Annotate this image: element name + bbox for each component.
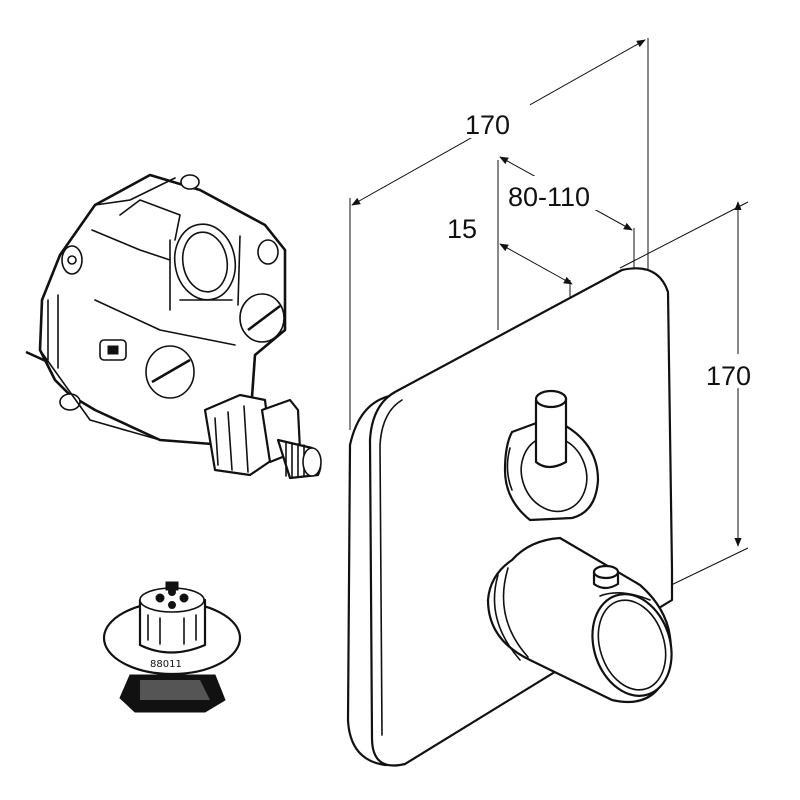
diverter-knob	[503, 389, 600, 522]
thermostat-knob	[486, 536, 673, 704]
concealed-valve-body	[25, 173, 322, 480]
dimension-offset-label: 15	[447, 214, 477, 244]
dimension-depth-label: 80-110	[508, 182, 590, 212]
dimension-width-label: 170	[465, 110, 510, 140]
cartridge-label: 88011	[150, 659, 182, 670]
dimension-height-label: 170	[706, 361, 751, 391]
cartridge: 88011	[102, 581, 242, 713]
